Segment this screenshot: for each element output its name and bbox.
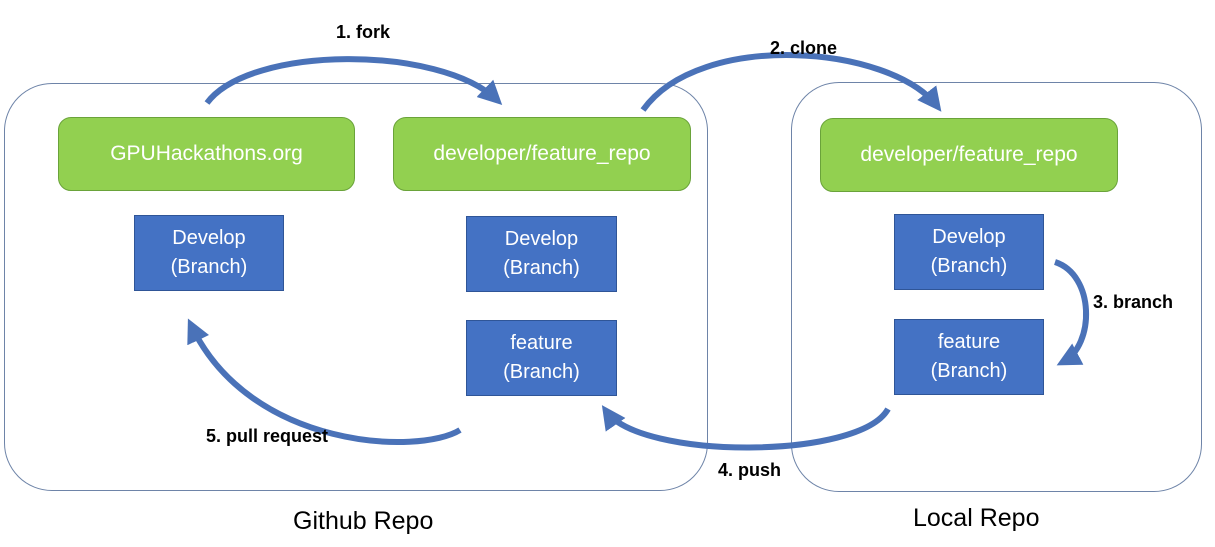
branch-type: (Branch) bbox=[170, 256, 248, 278]
branch-step-label: 3. branch bbox=[1093, 292, 1174, 312]
fork-repo-label: developer/feature_repo bbox=[433, 142, 651, 165]
branch-name: Develop bbox=[504, 228, 579, 250]
branch-type: (Branch) bbox=[503, 257, 580, 279]
branch-name: Develop bbox=[932, 226, 1006, 248]
local-repo-caption: Local Repo bbox=[913, 504, 1040, 532]
github-repo-container bbox=[4, 83, 708, 491]
fork-develop-branch: Develop (Branch) bbox=[466, 216, 617, 292]
push-step-label: 4. push bbox=[718, 460, 782, 480]
fork-repo-box: developer/feature_repo bbox=[393, 117, 691, 191]
local-feature-branch: feature (Branch) bbox=[894, 319, 1044, 395]
branch-type: (Branch) bbox=[930, 255, 1008, 277]
upstream-repo-box: GPUHackathons.org bbox=[58, 117, 355, 191]
fork-feature-branch: feature (Branch) bbox=[466, 320, 617, 396]
local-repo-box: developer/feature_repo bbox=[820, 118, 1118, 192]
upstream-repo-label: GPUHackathons.org bbox=[110, 142, 303, 165]
pull-request-arrow bbox=[187, 318, 462, 445]
clone-step-label: 2. clone bbox=[770, 38, 838, 58]
local-develop-branch: Develop (Branch) bbox=[894, 214, 1044, 290]
branch-type: (Branch) bbox=[503, 361, 580, 383]
local-repo-container bbox=[791, 82, 1202, 492]
clone-arrow bbox=[640, 52, 942, 112]
branch-name: feature bbox=[937, 331, 1001, 353]
upstream-develop-branch: Develop (Branch) bbox=[134, 215, 284, 291]
pull-request-step-label: 5. pull request bbox=[206, 426, 329, 446]
branch-name: Develop bbox=[172, 227, 246, 249]
push-arrow bbox=[601, 405, 891, 451]
branch-arrow bbox=[1053, 259, 1090, 366]
branch-type: (Branch) bbox=[930, 360, 1008, 382]
fork-step-label: 1. fork bbox=[336, 22, 391, 42]
branch-name: feature bbox=[510, 332, 573, 354]
fork-arrow bbox=[204, 56, 503, 105]
local-repo-label: developer/feature_repo bbox=[860, 143, 1078, 166]
github-repo-caption: Github Repo bbox=[293, 507, 434, 535]
